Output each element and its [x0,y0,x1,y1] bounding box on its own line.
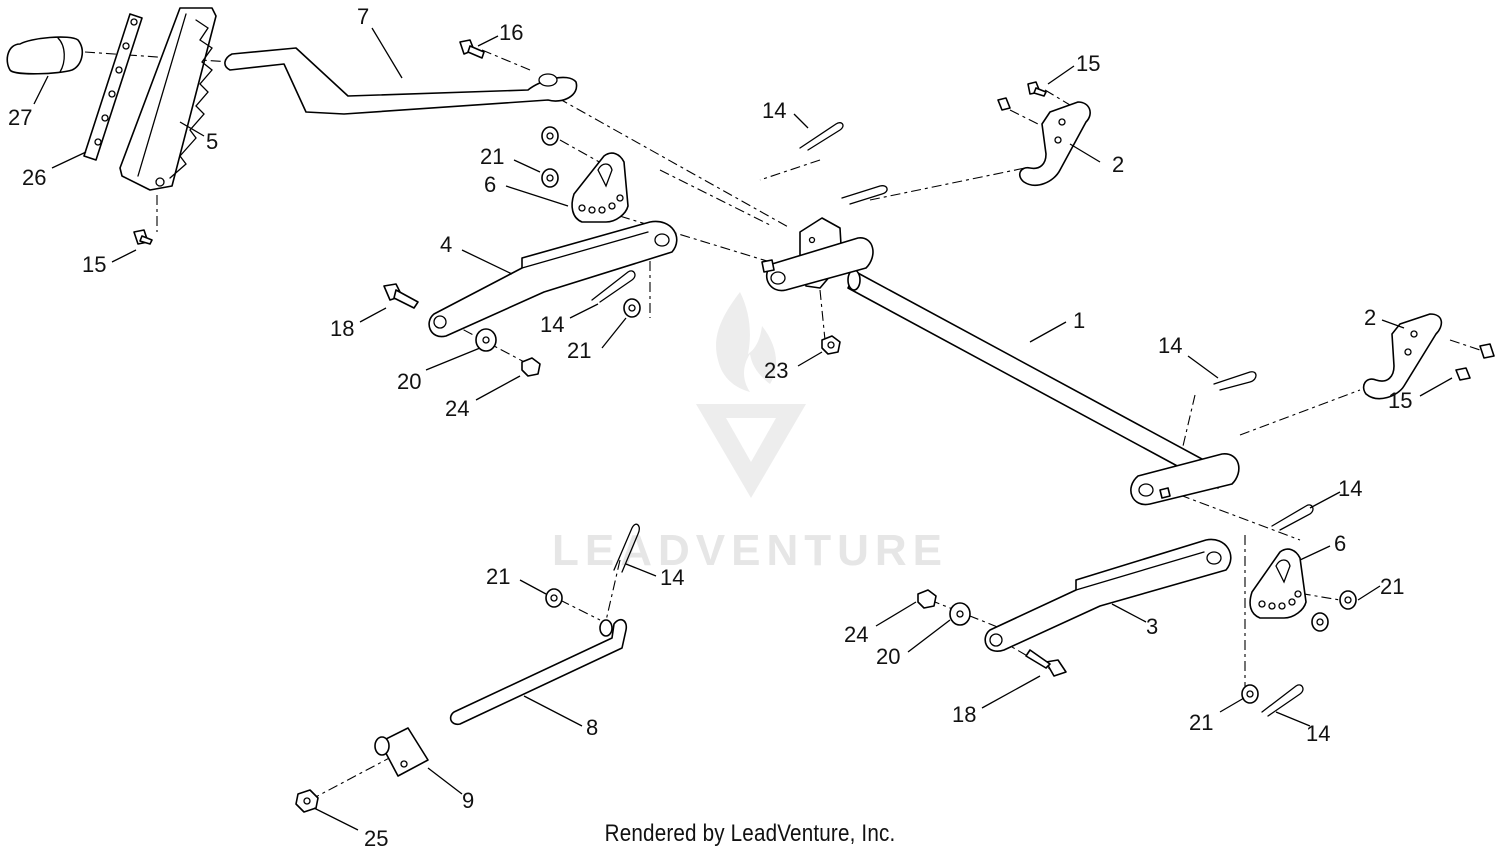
callout-5: 5 [206,129,218,154]
part-7-lift-lever [224,47,578,115]
part-5-notched-bracket [119,7,217,191]
callout-24-lower: 24 [844,622,868,647]
part-24-nut-lower [917,589,937,609]
callouts: 27 26 5 7 16 15 14 2 21 6 4 15 18 14 21 … [8,4,1412,851]
callout-6-upper: 6 [484,172,496,197]
part-15-bolt-small [997,97,1011,111]
callout-14-a: 14 [762,98,786,123]
callout-23: 23 [764,358,788,383]
part-21-washer-b [541,168,559,188]
part-21-washer-a [541,126,559,146]
part-14-hairpin-clip-e [1271,504,1314,531]
callout-18-lower: 18 [952,702,976,727]
part-14-hairpin-clip-g [613,523,640,573]
part-27-handle-grip [6,36,84,75]
callout-14-f: 14 [660,565,684,590]
part-24-nut-upper [521,357,541,377]
part-2-hook-bracket-upper [1018,101,1091,186]
part-14-hairpin-clip-b [841,185,888,205]
part-20-washer-lower [949,602,971,626]
part-25-nut [295,789,319,813]
callout-21-c: 21 [1380,574,1404,599]
callout-16: 16 [499,20,523,45]
part-4-link-arm [428,220,678,338]
part-21-washer-c [623,298,641,318]
part-15-bolt-upper [1027,81,1047,97]
part-3-link-arm [984,538,1232,652]
part-26-notch-strip [83,13,143,161]
part-21-washer-d [1339,590,1357,610]
callout-3: 3 [1146,614,1158,639]
part-15-bolt-right [1455,343,1495,381]
part-2-hook-bracket-lower [1362,313,1443,400]
part-6-adjust-plate-upper [571,152,629,223]
part-18-bolt-upper [383,283,419,309]
part-20-washer-upper [475,328,497,352]
part-9-ferrule [374,727,429,777]
callout-6-lower: 6 [1334,531,1346,556]
callout-9: 9 [462,788,474,813]
part-14-hairpin-clip-d [1213,371,1257,391]
part-16-bolt [459,39,485,59]
part-14-hairpin-clip-c [591,270,636,303]
part-21-washer-e [1311,612,1329,632]
callout-1: 1 [1073,308,1085,333]
watermark: LEADVENTURE [552,292,948,575]
part-14-hairpin-clip-a [799,122,844,151]
part-1-cross-shaft [761,217,1240,506]
part-18-bolt-lower [1025,649,1067,677]
flame-logo-icon [696,292,806,498]
part-14-hairpin-clip-f [1261,684,1304,717]
callout-15-left: 15 [82,252,106,277]
part-23-nut [821,335,841,355]
callout-2-upper: 2 [1112,152,1124,177]
callout-7: 7 [357,4,369,29]
callout-21-d: 21 [1189,710,1213,735]
leader-lines [33,27,1453,831]
callout-21-e: 21 [486,564,510,589]
callout-2-lower: 2 [1364,305,1376,330]
alignment-lines [84,49,1481,801]
callout-15-right: 15 [1388,388,1412,413]
part-15-bolt-left [133,229,153,245]
callout-18-upper: 18 [330,316,354,341]
callout-21-b: 21 [567,338,591,363]
callout-14-d: 14 [1338,476,1362,501]
callout-25: 25 [364,826,388,851]
callout-21-a: 21 [480,144,504,169]
callout-20-lower: 20 [876,644,900,669]
callout-14-e: 14 [1306,721,1330,746]
callout-4: 4 [440,232,452,257]
callout-27: 27 [8,105,32,130]
callout-20-upper: 20 [397,369,421,394]
credit-line: Rendered by LeadVenture, Inc. [0,820,1500,848]
callout-24-upper: 24 [445,396,469,421]
credit-text: Rendered by LeadVenture, Inc. [604,820,896,847]
callout-26: 26 [22,165,46,190]
part-8-rod [449,618,628,726]
part-21-washer-g [545,588,563,608]
callout-8: 8 [586,715,598,740]
callout-15-upper: 15 [1076,51,1100,76]
part-21-washer-f [1241,684,1259,704]
part-6-adjust-plate-lower [1249,548,1307,619]
callout-14-c: 14 [1158,333,1182,358]
watermark-text: LEADVENTURE [552,526,948,575]
callout-14-b: 14 [540,312,564,337]
